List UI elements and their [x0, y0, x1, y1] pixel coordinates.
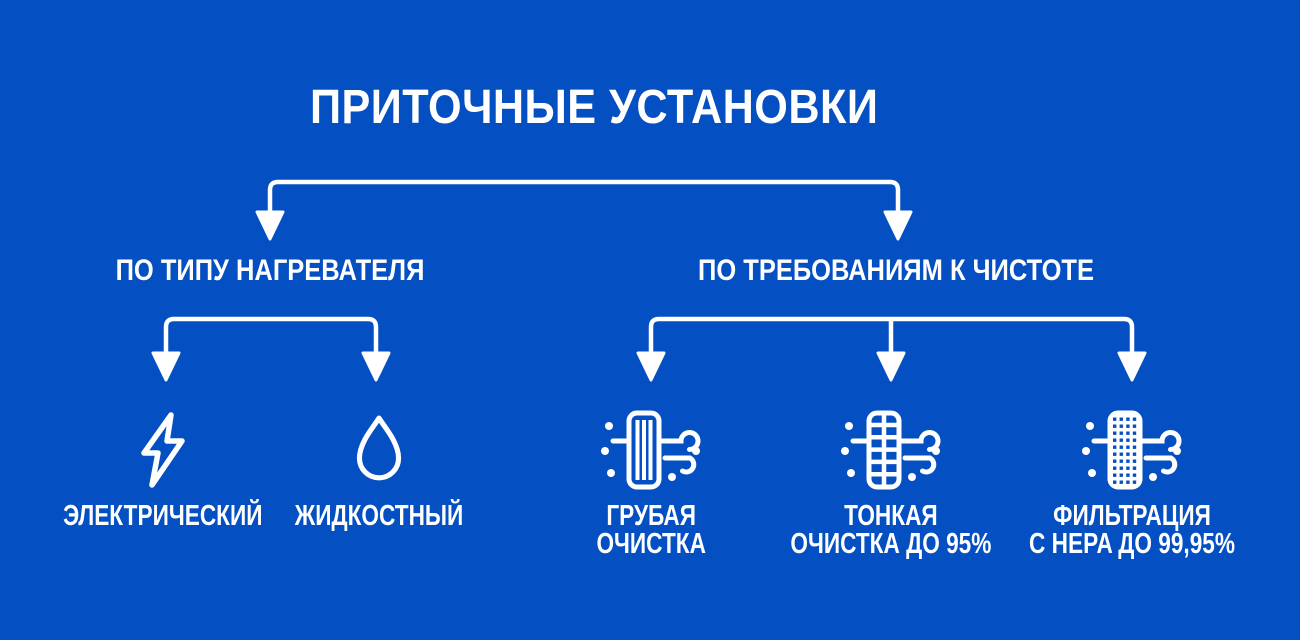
connector-heater-bracket [151, 316, 391, 382]
arrow-down-icon [361, 351, 391, 382]
node-fine-filter: ТОНКАЯ ОЧИСТКА ДО 95% [761, 402, 1021, 560]
node-liquid-heater: ЖИДКОСТНЫЙ [249, 402, 509, 532]
page-title: ПРИТОЧНЫЕ УСТАНОВКИ [310, 81, 879, 134]
node-label: ЖИДКОСТНЫЙ [294, 500, 464, 532]
arrow-down-icon [636, 351, 666, 382]
coarse-filter-airflow-icon [599, 402, 703, 498]
branch-heading-purity: ПО ТРЕБОВАНИЯМ К ЧИСТОТЕ [697, 254, 1094, 287]
lightning-icon [137, 402, 189, 498]
arrow-down-icon [876, 351, 906, 382]
node-label: ФИЛЬТРАЦИЯ С HEPA ДО 99,95% [1029, 500, 1235, 560]
connector-root-bracket [255, 179, 913, 241]
branch-heading-heater-type: ПО ТИПУ НАГРЕВАТЕЛЯ [115, 254, 425, 287]
arrow-down-icon [1117, 351, 1147, 382]
fine-filter-airflow-icon [839, 402, 943, 498]
arrow-down-icon [883, 210, 913, 241]
arrow-down-icon [255, 210, 285, 241]
node-electric-heater: ЭЛЕКТРИЧЕСКИЙ [33, 402, 293, 532]
water-drop-icon [354, 402, 404, 498]
connector-purity-bracket [636, 316, 1147, 382]
node-label: ТОНКАЯ ОЧИСТКА ДО 95% [790, 500, 992, 560]
node-hepa-filter: ФИЛЬТРАЦИЯ С HEPA ДО 99,95% [1002, 402, 1262, 560]
arrow-down-icon [151, 351, 181, 382]
node-label: ГРУБАЯ ОЧИСТКА [596, 500, 706, 560]
node-coarse-filter: ГРУБАЯ ОЧИСТКА [521, 402, 781, 560]
node-label: ЭЛЕКТРИЧЕСКИЙ [63, 500, 263, 532]
hepa-filter-airflow-icon [1080, 402, 1184, 498]
